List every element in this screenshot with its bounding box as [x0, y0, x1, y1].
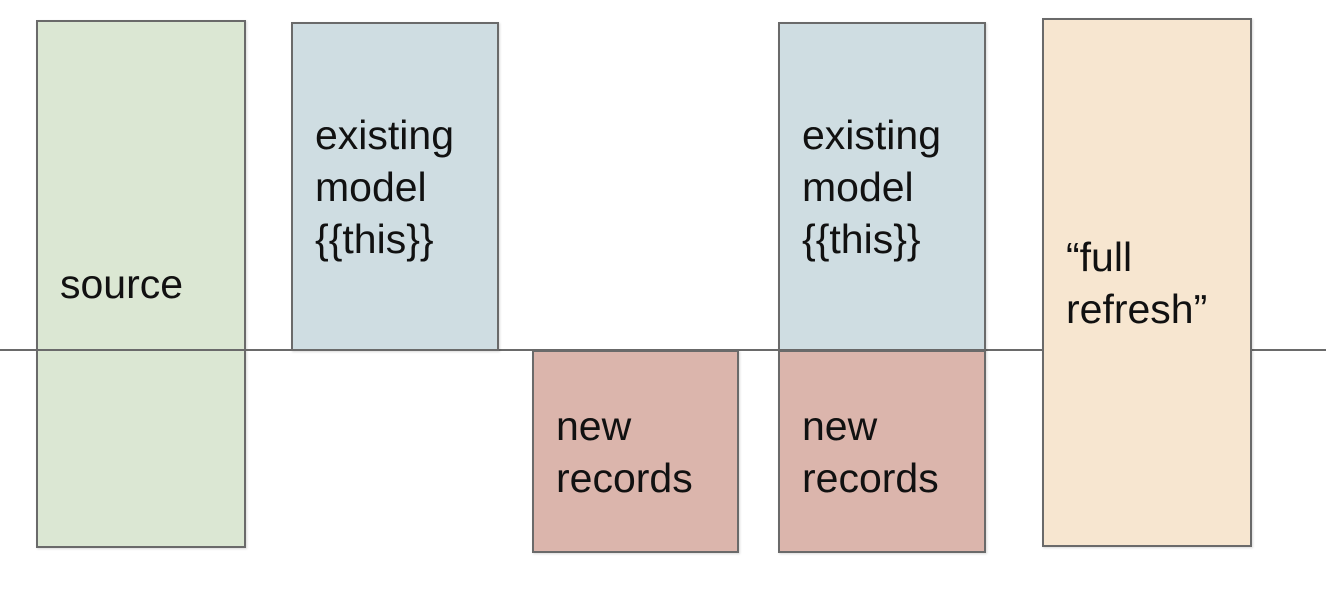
full-refresh-box: “full refresh”: [1042, 18, 1252, 547]
existing-model-box-left: existing model {{this}}: [291, 22, 499, 351]
new-records-box-left: new records: [532, 350, 739, 553]
existing-model-box-right: existing model {{this}}: [778, 22, 986, 351]
existing-model-box-left-label: existing model {{this}}: [315, 111, 455, 262]
source-box: source: [36, 20, 246, 548]
new-records-box-left-label: new records: [556, 402, 693, 501]
new-records-box-right-label: new records: [802, 402, 939, 501]
full-refresh-box-label: “full refresh”: [1066, 233, 1208, 332]
existing-model-box-right-label: existing model {{this}}: [802, 111, 942, 262]
new-records-box-right: new records: [778, 350, 986, 553]
source-box-label: source: [60, 261, 184, 307]
